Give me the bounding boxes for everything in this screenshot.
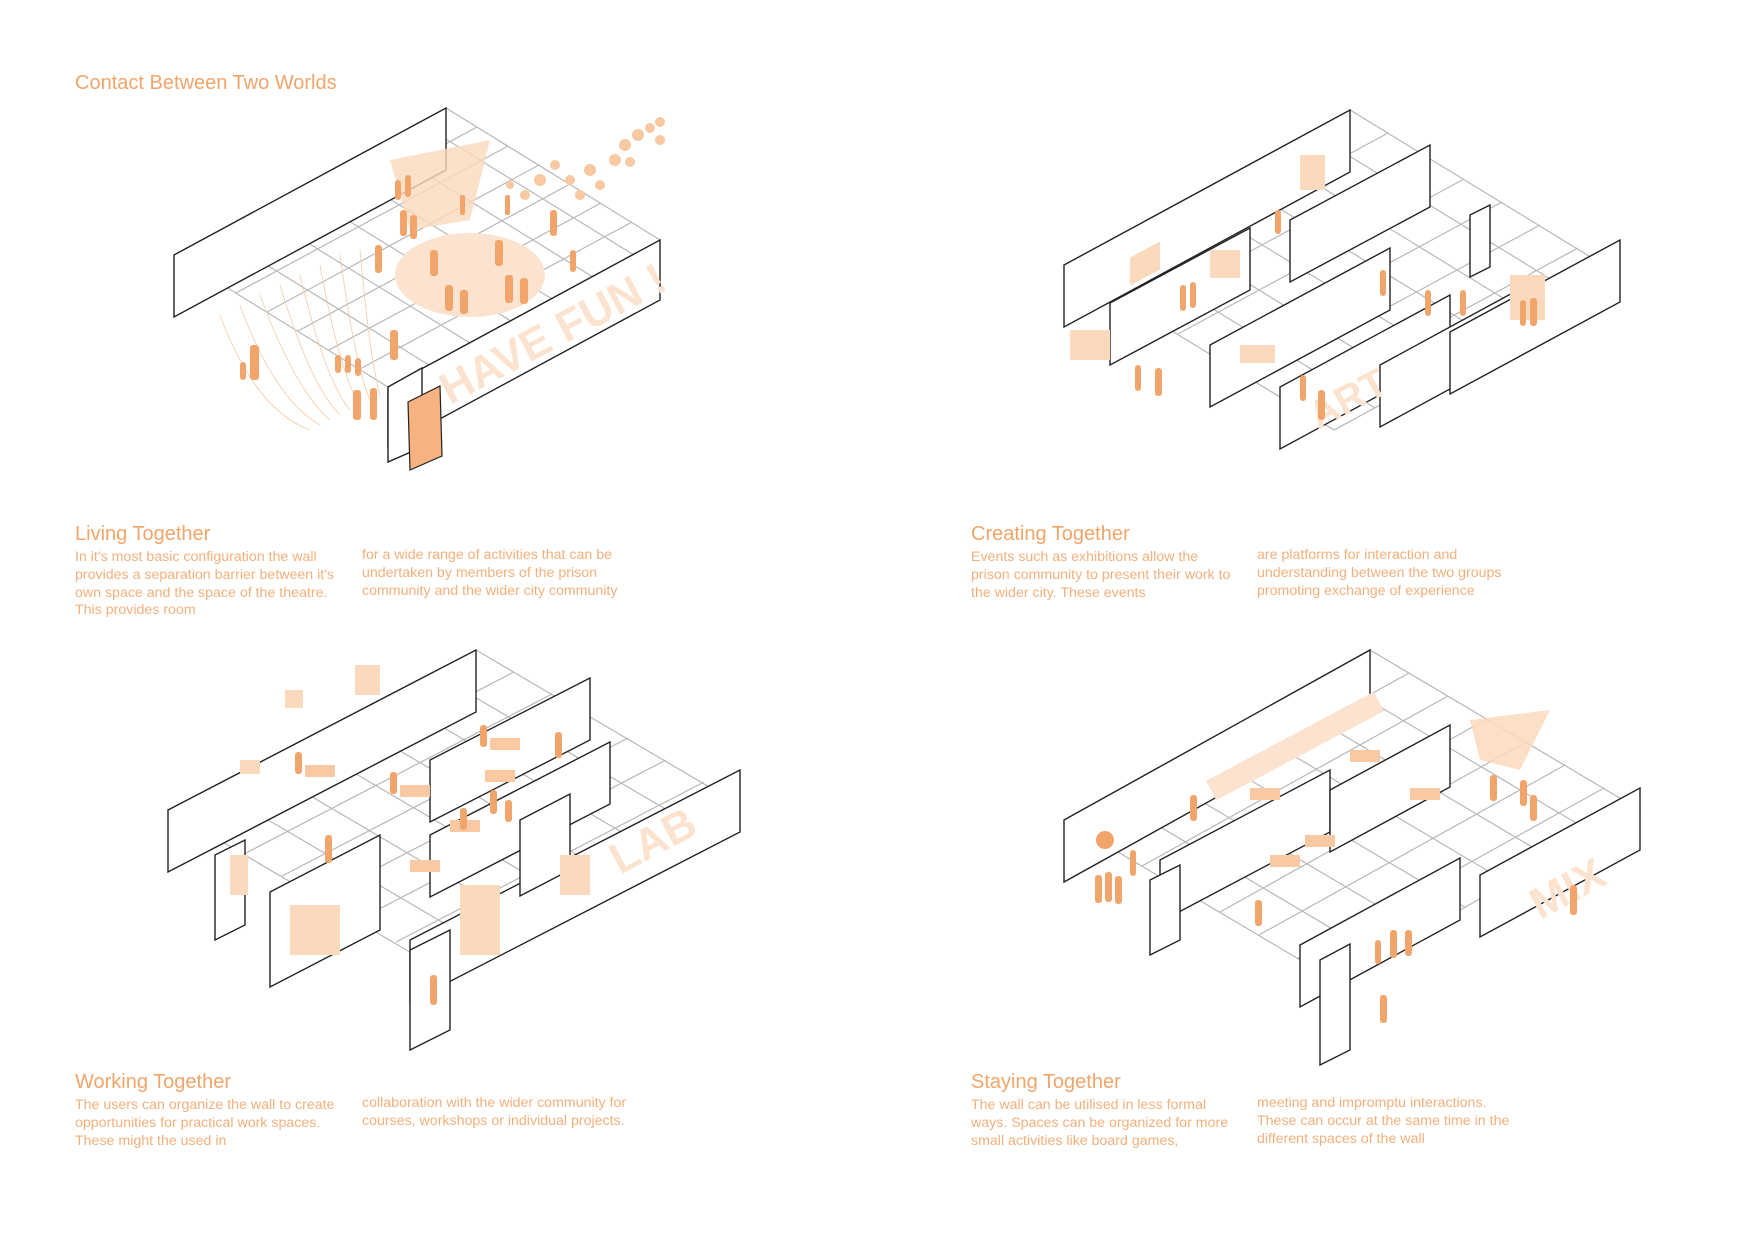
page-title: Contact Between Two Worlds <box>75 72 337 94</box>
panel-heading-living: Living Together <box>75 523 211 545</box>
people <box>295 725 562 1005</box>
working-together-axonometric: LAB <box>166 648 742 1052</box>
panel-text-living-col2: for a wide range of activities that can … <box>362 547 618 599</box>
door <box>407 385 443 471</box>
panel-text-staying-col1: The wall can be utilised in less formal … <box>971 1097 1229 1149</box>
panel-heading-creating: Creating Together <box>971 523 1130 545</box>
staying-together-axonometric: MIX <box>1062 648 1642 1067</box>
living-together-axonometric: HAVE FUN ! <box>172 106 674 471</box>
panel-heading-staying: Staying Together <box>971 1071 1121 1093</box>
wall-panels <box>230 665 590 955</box>
balloons <box>506 117 665 200</box>
panel-heading-working: Working Together <box>75 1071 232 1093</box>
panel-text-working-col1: The users can organize the wall to creat… <box>75 1097 335 1149</box>
banner-shape <box>1470 710 1550 770</box>
social-walls <box>1063 648 1641 1067</box>
people <box>240 175 576 420</box>
panel-text-working-col2: collaboration with the wider community f… <box>362 1095 627 1129</box>
panel-text-living-col1: In it's most basic configuration the wal… <box>75 549 335 619</box>
game-tables <box>1250 750 1440 867</box>
work-tables <box>305 738 520 872</box>
art-panels <box>1070 155 1545 363</box>
panel-text-creating-col1: Events such as exhibitions allow the pri… <box>971 549 1231 601</box>
hanging-curtain <box>219 249 381 431</box>
people <box>1135 210 1537 420</box>
dance-floor <box>395 233 545 317</box>
panel-text-staying-col2: meeting and impromptu interactions. Thes… <box>1257 1095 1510 1147</box>
creating-together-axonometric: ART <box>1062 108 1622 451</box>
wall-clock-icon <box>1096 831 1114 849</box>
bench-strip <box>1205 691 1385 801</box>
people <box>1095 775 1577 1023</box>
panel-text-creating-col2: are platforms for interaction and unders… <box>1257 547 1502 599</box>
